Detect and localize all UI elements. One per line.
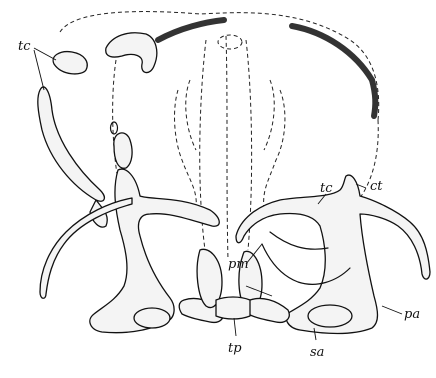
label-pa: pa <box>404 307 420 322</box>
label-sa: sa <box>310 345 324 360</box>
left-upper-ossicles <box>53 33 157 168</box>
left-trabecula <box>38 87 107 227</box>
dorsal-thickened-margins <box>158 20 375 116</box>
trabecular-plate <box>216 297 250 319</box>
label-pm: pm <box>228 257 249 272</box>
label-ct: ct <box>370 179 383 194</box>
label-tp: tp <box>228 341 242 356</box>
label-tc-left: tc <box>18 39 31 54</box>
left-basal-complex <box>40 169 223 333</box>
label-tc-right: tc <box>320 181 333 196</box>
right-basal-complex <box>236 175 430 333</box>
